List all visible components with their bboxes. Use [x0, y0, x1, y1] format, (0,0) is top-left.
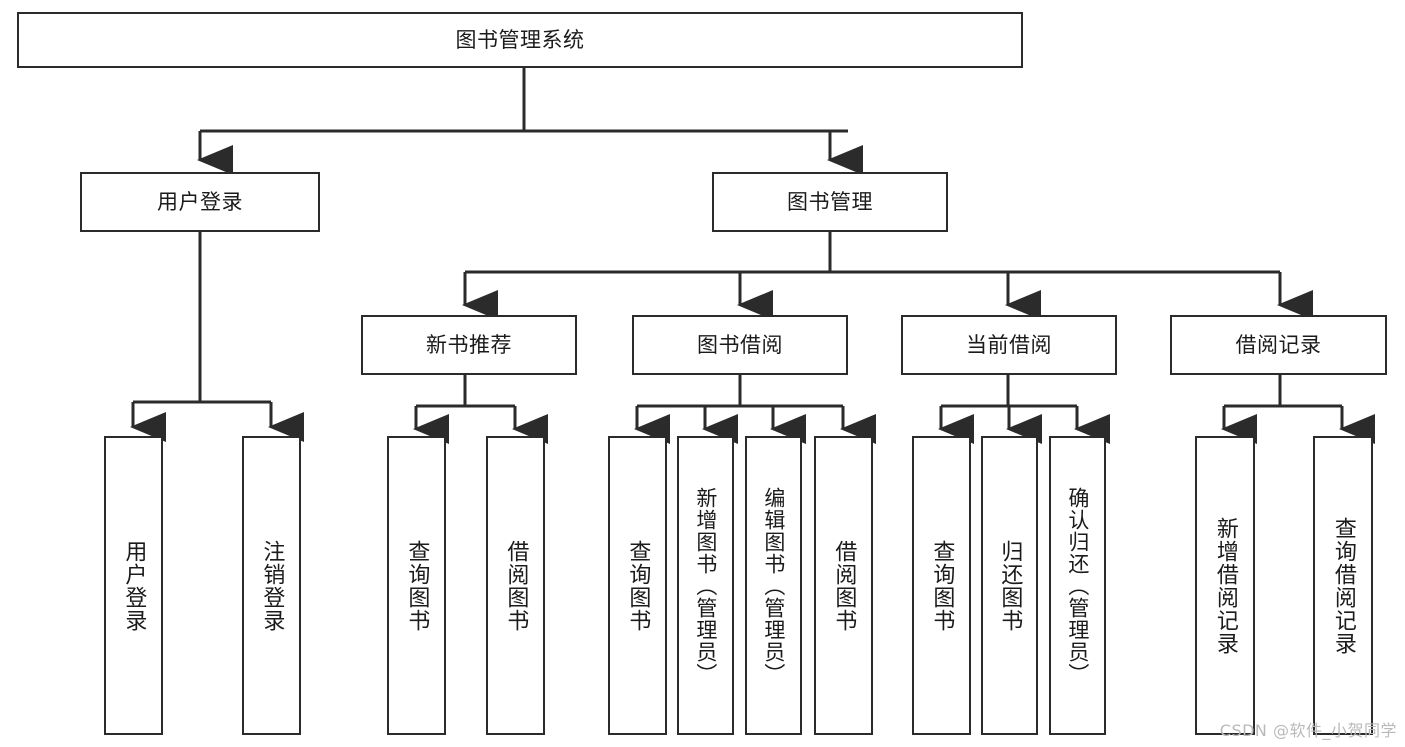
leaf-add-book-admin[interactable]: 新增图书（管理员）: [677, 436, 734, 735]
node-label: 查询图书: [625, 539, 651, 632]
node-user-login[interactable]: 用户登录: [80, 172, 320, 232]
node-label: 归还图书: [997, 539, 1023, 632]
node-label: 用户登录: [121, 539, 147, 632]
node-label: 图书借阅: [697, 332, 783, 357]
node-label: 查询借阅记录: [1330, 516, 1356, 655]
leaf-user-login[interactable]: 用户登录: [104, 436, 163, 735]
node-root[interactable]: 图书管理系统: [17, 12, 1023, 68]
leaf-query-borrow-record[interactable]: 查询借阅记录: [1313, 436, 1373, 735]
leaf-confirm-return-admin[interactable]: 确认归还（管理员）: [1049, 436, 1106, 735]
leaf-return-book[interactable]: 归还图书: [981, 436, 1038, 735]
node-label: 图书管理系统: [455, 27, 585, 52]
node-label: 借阅图书: [831, 539, 857, 632]
node-borrow-records[interactable]: 借阅记录: [1170, 315, 1387, 375]
node-label: 确认归还（管理员）: [1065, 486, 1090, 685]
leaf-query-book-recommend[interactable]: 查询图书: [387, 436, 446, 735]
leaf-add-borrow-record[interactable]: 新增借阅记录: [1195, 436, 1255, 735]
leaf-edit-book-admin[interactable]: 编辑图书（管理员）: [745, 436, 802, 735]
watermark: CSDN @软件_小贺同学: [1219, 721, 1397, 740]
node-label: 图书管理: [787, 189, 873, 214]
node-label: 查询图书: [929, 539, 955, 632]
node-label: 当前借阅: [966, 332, 1052, 357]
node-label: 注销登录: [259, 539, 285, 632]
node-label: 借阅记录: [1235, 332, 1322, 357]
leaf-borrow-book-recommend[interactable]: 借阅图书: [486, 436, 545, 735]
node-label: 新书推荐: [426, 332, 512, 357]
node-label: 查询图书: [404, 539, 430, 632]
node-book-borrowing[interactable]: 图书借阅: [632, 315, 848, 375]
node-label: 新增图书（管理员）: [693, 486, 718, 685]
leaf-query-book-borrowing[interactable]: 查询图书: [608, 436, 667, 735]
leaf-borrow-book-borrowing[interactable]: 借阅图书: [814, 436, 873, 735]
node-label: 用户登录: [157, 189, 243, 214]
node-book-management[interactable]: 图书管理: [712, 172, 948, 232]
node-label: 借阅图书: [503, 539, 529, 632]
node-label: 新增借阅记录: [1212, 516, 1238, 655]
node-new-book-recommendation[interactable]: 新书推荐: [361, 315, 577, 375]
node-label: 编辑图书（管理员）: [761, 486, 786, 685]
node-current-borrowing[interactable]: 当前借阅: [901, 315, 1117, 375]
leaf-logout[interactable]: 注销登录: [242, 436, 301, 735]
leaf-query-book-current[interactable]: 查询图书: [912, 436, 971, 735]
